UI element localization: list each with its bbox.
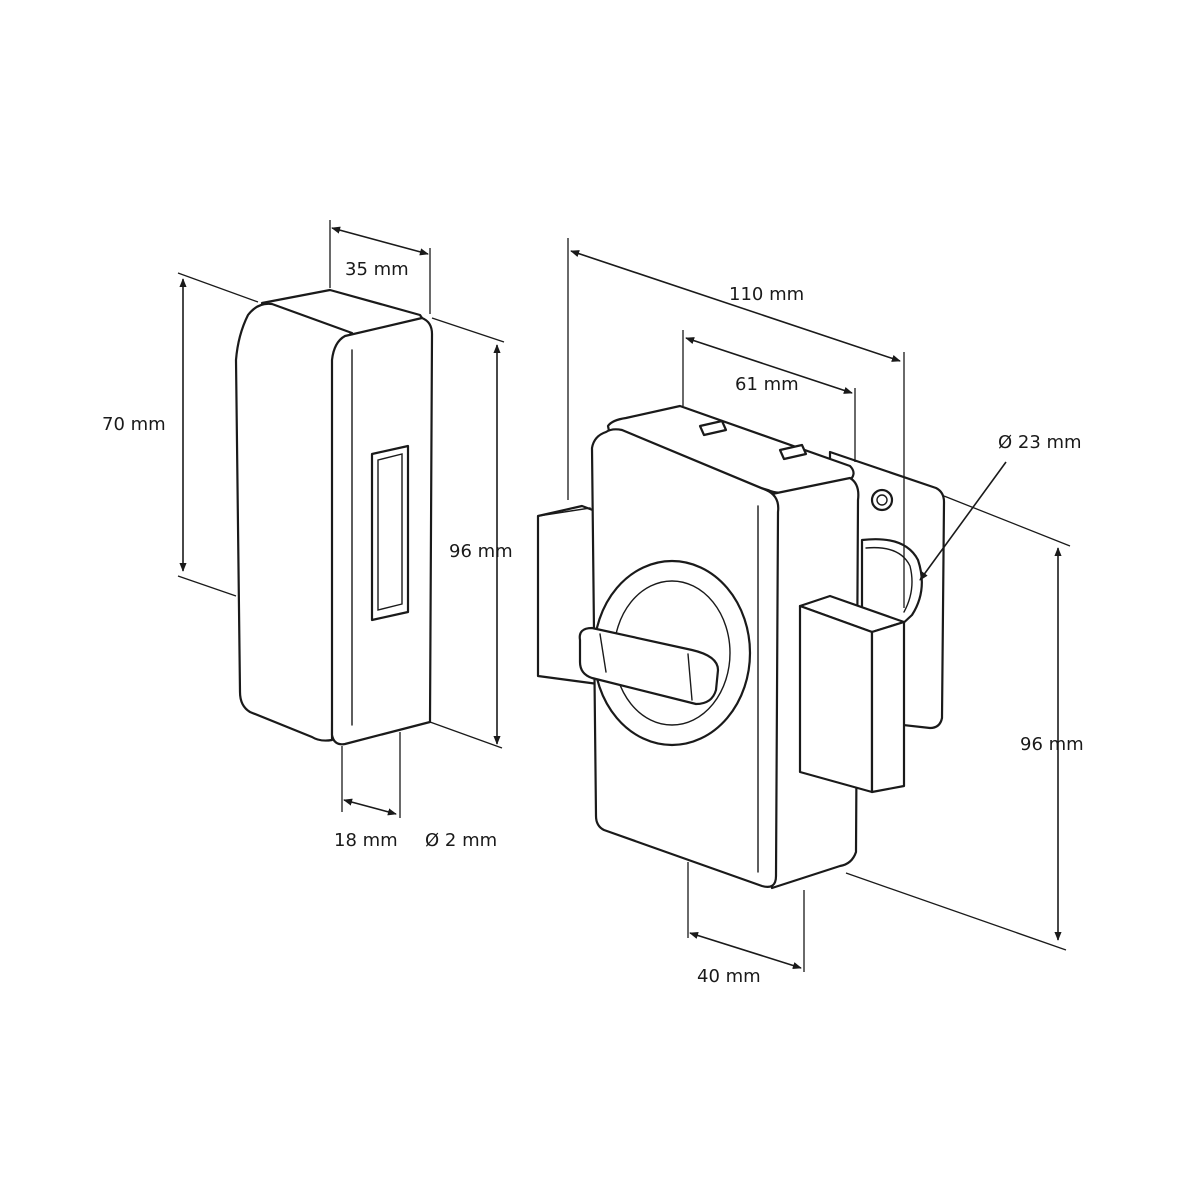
dim-line-18 (343, 798, 397, 816)
strike-plate-dimensions: 35 mm 70 mm 96 mm 18 mm Ø 2 mm (102, 220, 513, 851)
label-40mm: 40 mm (697, 966, 761, 987)
strike-plate-slot (370, 444, 410, 622)
thumbturn-ridge (599, 633, 607, 673)
bolt-right-front (798, 604, 874, 794)
ext-line (943, 495, 1071, 547)
lock-body-dimensions: 110 mm 61 mm Ø 23 mm 96 mm 40 mm (567, 238, 1084, 987)
screw-hole (870, 488, 894, 512)
label-23mm-diameter: Ø 23 mm (998, 432, 1082, 453)
strike-plate-slot-inner (377, 453, 403, 611)
dim-line-23 (919, 461, 1007, 581)
ext-line (845, 872, 1067, 951)
lock-body (536, 404, 946, 890)
label-35mm: 35 mm (345, 259, 409, 280)
cylinder-ring-inner (865, 546, 913, 613)
bolt-right-side (870, 620, 906, 794)
label-70mm: 70 mm (102, 414, 166, 435)
ext-line (177, 575, 237, 597)
ext-line (429, 721, 503, 749)
label-110mm: 110 mm (729, 284, 804, 305)
strike-plate (234, 288, 434, 746)
dim-line-35 (331, 226, 429, 256)
dim-line-61 (685, 337, 853, 394)
label-96mm-right: 96 mm (1020, 734, 1084, 755)
bolt-left-top (537, 507, 591, 517)
dim-line-110 (570, 250, 901, 362)
thumbturn-ridge (687, 653, 693, 701)
thumbturn-knob (578, 626, 720, 706)
screw-hole-inner (876, 494, 888, 506)
strike-plate-side-face (234, 302, 354, 742)
ext-line (431, 317, 505, 343)
lock-top-face (606, 404, 855, 494)
label-2mm-diameter: Ø 2 mm (425, 830, 497, 851)
label-96mm-left: 96 mm (449, 541, 513, 562)
dim-line-40 (689, 932, 802, 969)
label-18mm: 18 mm (334, 830, 398, 851)
key-slot-1 (698, 419, 728, 437)
label-61mm: 61 mm (735, 374, 799, 395)
key-slot-2 (778, 443, 808, 461)
ext-line (177, 272, 259, 303)
